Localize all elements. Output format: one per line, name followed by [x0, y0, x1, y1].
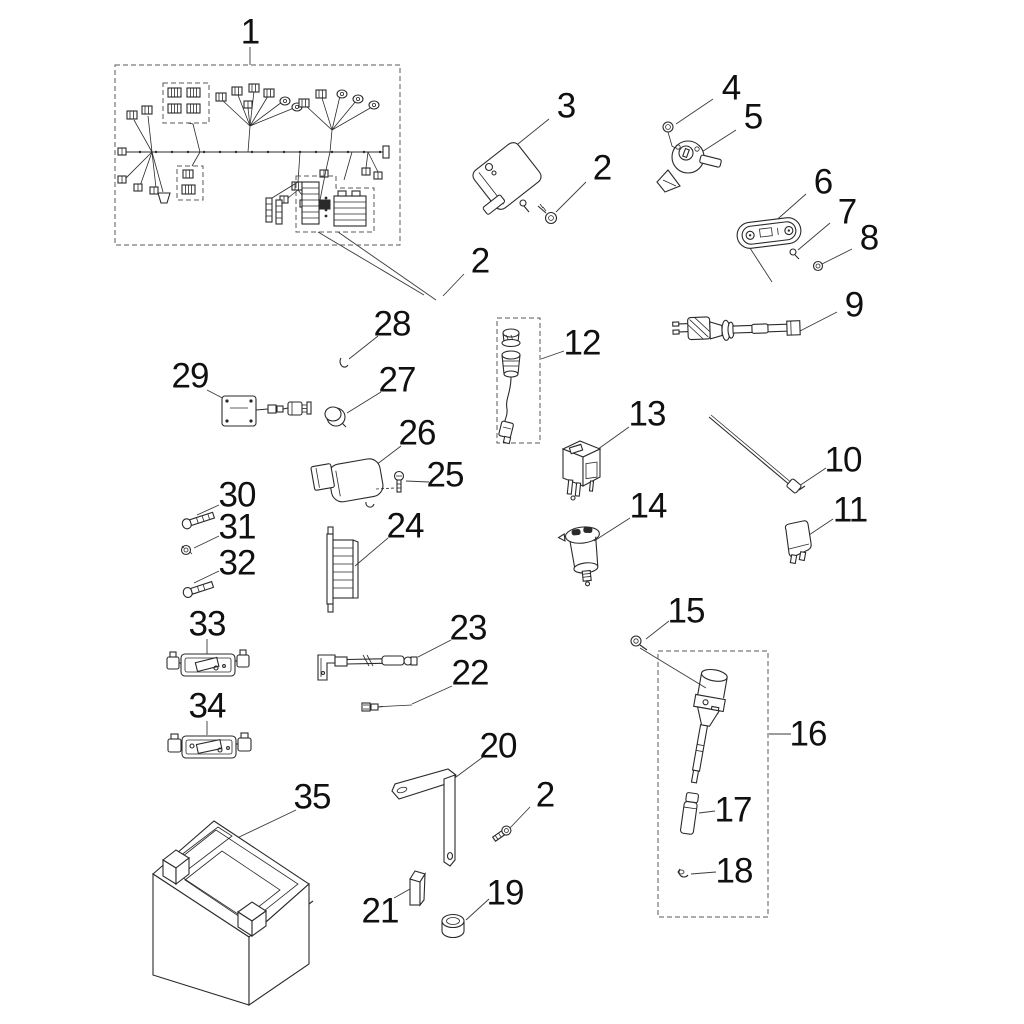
part-callout-4: 4 — [721, 68, 741, 108]
relay-group — [561, 440, 602, 501]
part-callout-8: 8 — [859, 218, 879, 258]
part-callout-1: 1 — [240, 12, 260, 52]
nut-8 — [812, 260, 824, 272]
part-callout-33: 33 — [188, 604, 227, 644]
part-callout-18: 18 — [715, 851, 754, 891]
leader-lines — [193, 47, 853, 921]
battery-group — [152, 820, 314, 1007]
plug-cap — [690, 668, 728, 784]
screw-7 — [789, 248, 800, 260]
screw-2-lower — [491, 825, 512, 842]
screw-25 — [393, 470, 405, 493]
plug-cap-assembly-group — [630, 635, 769, 918]
part-callout-9: 9 — [844, 285, 864, 325]
screw-2-upper — [537, 203, 558, 225]
part-callout-13: 13 — [628, 394, 667, 434]
part-callout-35: 35 — [293, 777, 332, 817]
part-callout-17: 17 — [714, 790, 753, 830]
part-callout-30: 30 — [218, 475, 257, 515]
part-callout-28: 28 — [373, 304, 412, 344]
part-callout-22: 22 — [451, 653, 490, 693]
part-callout-15: 15 — [667, 591, 706, 631]
solenoid-group — [557, 526, 600, 587]
indicator-plate-group — [736, 217, 824, 272]
part-callout-26: 26 — [398, 413, 437, 453]
wiring-harness-group — [114, 64, 401, 246]
flasher-group — [784, 520, 812, 565]
screw-32 — [182, 580, 215, 599]
part-callout-11: 11 — [832, 490, 868, 530]
part-callout-34: 34 — [188, 686, 227, 726]
nut-31 — [180, 544, 193, 556]
power-socket-group — [496, 317, 541, 445]
tube-17 — [679, 792, 700, 835]
ignition-coil-group — [310, 458, 405, 508]
part-callout-3: 3 — [556, 86, 576, 126]
part-callout-14: 14 — [629, 486, 668, 526]
part-callout-6: 6 — [813, 162, 833, 202]
part-callout-23: 23 — [449, 608, 488, 648]
screw-30 — [181, 511, 216, 530]
control-unit-group — [472, 142, 542, 215]
sensor-cable-group — [672, 316, 801, 341]
jumper-wire-group — [361, 702, 413, 712]
part-callout-2: 2 — [535, 775, 555, 815]
fuse-holder-33 — [166, 649, 250, 677]
regulator-group — [326, 526, 359, 613]
part-callout-25: 25 — [426, 455, 465, 495]
battery-bracket-group — [391, 768, 457, 867]
spacer-19 — [441, 913, 465, 939]
part-callout-2: 2 — [470, 241, 490, 281]
harness-trunk-dots — [138, 150, 382, 154]
ground-cable-group — [317, 654, 418, 681]
fuse-holder-34 — [167, 732, 252, 759]
part-callout-21: 21 — [361, 891, 400, 931]
grommet-27 — [324, 406, 347, 428]
part-callout-2: 2 — [592, 148, 612, 188]
part-callout-24: 24 — [386, 506, 425, 546]
switch-pigtail-group — [221, 395, 312, 427]
part-callout-29: 29 — [171, 356, 210, 396]
part-callout-5: 5 — [743, 97, 763, 137]
part-callout-10: 10 — [824, 440, 863, 480]
part-callout-31: 31 — [218, 507, 257, 547]
part-callout-20: 20 — [479, 726, 518, 766]
clip-28 — [339, 357, 349, 368]
part-callout-12: 12 — [563, 323, 602, 363]
part-callout-7: 7 — [837, 192, 857, 232]
screw-15 — [630, 635, 648, 651]
part-callout-16: 16 — [789, 714, 828, 754]
part-callout-19: 19 — [486, 873, 525, 913]
cable-tie-group — [708, 414, 806, 494]
terminal-block-21 — [409, 870, 426, 907]
clip-18 — [677, 868, 689, 878]
part-callout-27: 27 — [378, 360, 417, 400]
ignition-switch-group — [656, 121, 722, 193]
part-callout-32: 32 — [218, 543, 257, 583]
